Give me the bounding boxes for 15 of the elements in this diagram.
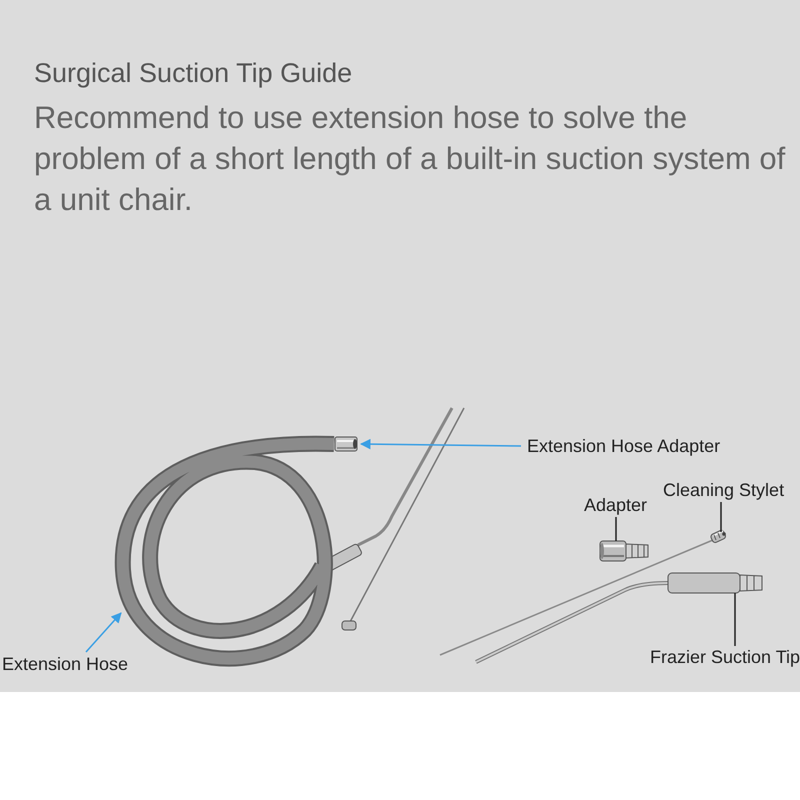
- part-label: Frazier Suction Tip: [650, 646, 800, 668]
- stylet-handle-drawing: [709, 528, 727, 544]
- part-label: Extension Hose Adapter: [527, 435, 720, 457]
- hose-adapter-drawing: [334, 436, 358, 452]
- leader-line: [85, 612, 122, 652]
- part-label: Extension Hose: [2, 653, 128, 675]
- leader-line: [734, 593, 736, 646]
- part-label: Cleaning Stylet: [663, 479, 784, 501]
- description-text: Recommend to use extension hose to solve the problem of a short length of a built-in suction system of a unit chair.: [34, 99, 786, 219]
- part-label: Adapter: [584, 494, 648, 516]
- leader-line: [615, 517, 617, 541]
- leader-line: [720, 502, 722, 532]
- adapter-drawing: [600, 540, 648, 562]
- title: Surgical Suction Tip Guide: [34, 58, 352, 89]
- leader-line: [360, 438, 521, 450]
